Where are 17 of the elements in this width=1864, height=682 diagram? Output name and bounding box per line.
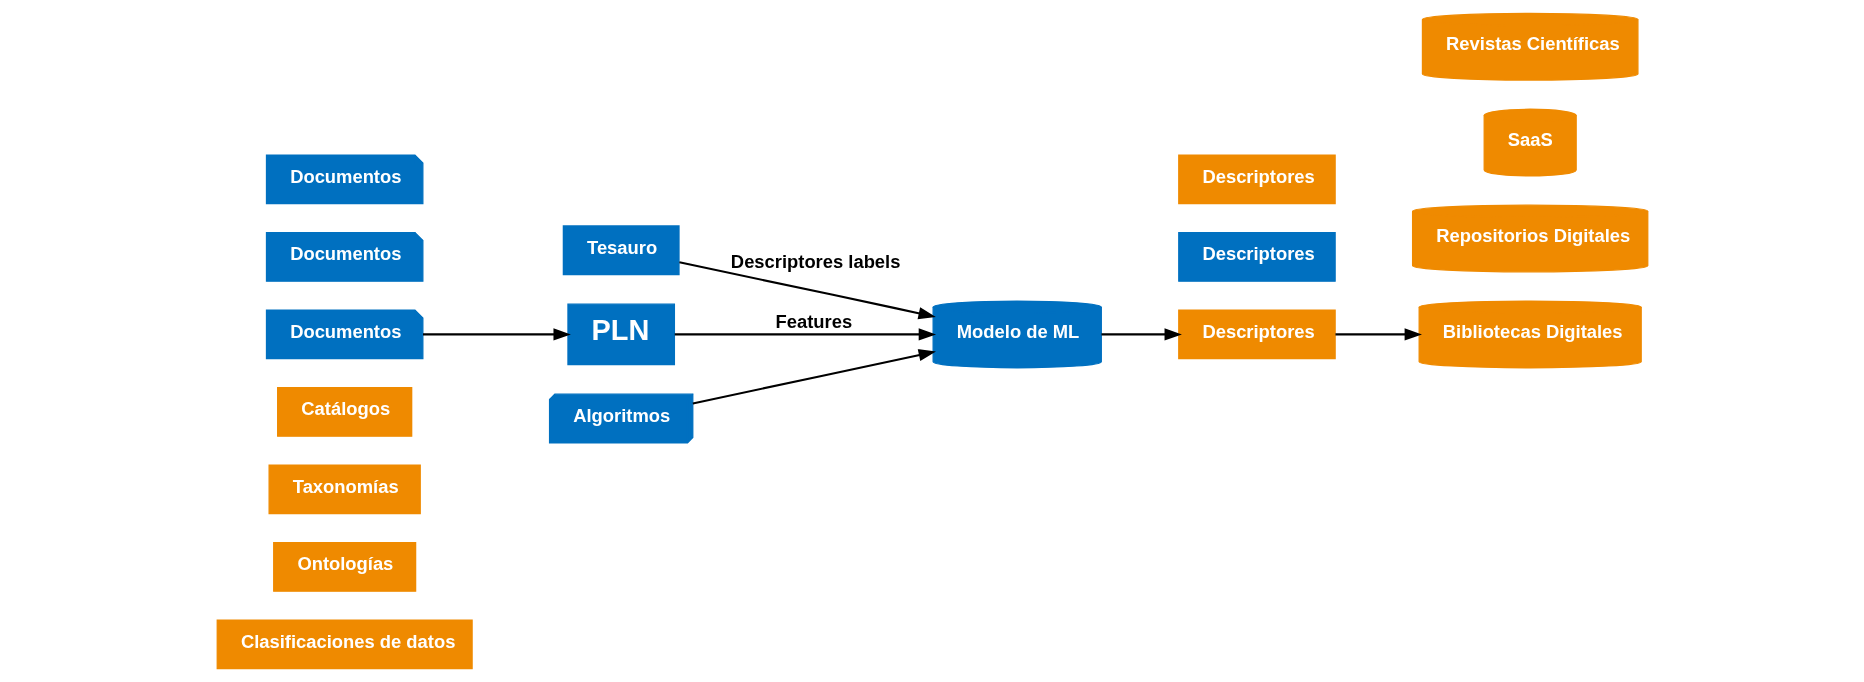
edge-label: Features bbox=[775, 311, 852, 333]
node-box: Tesauro bbox=[562, 225, 680, 276]
arrow bbox=[1334, 328, 1422, 341]
node-box: Catálogos bbox=[276, 386, 412, 437]
node-box: Taxonomías bbox=[268, 464, 421, 515]
node-box: Descriptores bbox=[1177, 231, 1336, 282]
node-box: Clasificaciones de datos bbox=[216, 619, 473, 670]
arrow bbox=[678, 261, 936, 320]
arrow bbox=[1100, 328, 1182, 341]
node-box: Ontologías bbox=[272, 541, 416, 592]
arrow bbox=[422, 328, 571, 341]
node-box: Descriptores bbox=[1177, 154, 1336, 205]
node-box: Descriptores bbox=[1177, 309, 1336, 360]
arrow bbox=[674, 328, 936, 341]
node-box: PLN bbox=[566, 303, 675, 366]
edge-label: Descriptores labels bbox=[730, 250, 900, 272]
arrow bbox=[692, 349, 936, 405]
